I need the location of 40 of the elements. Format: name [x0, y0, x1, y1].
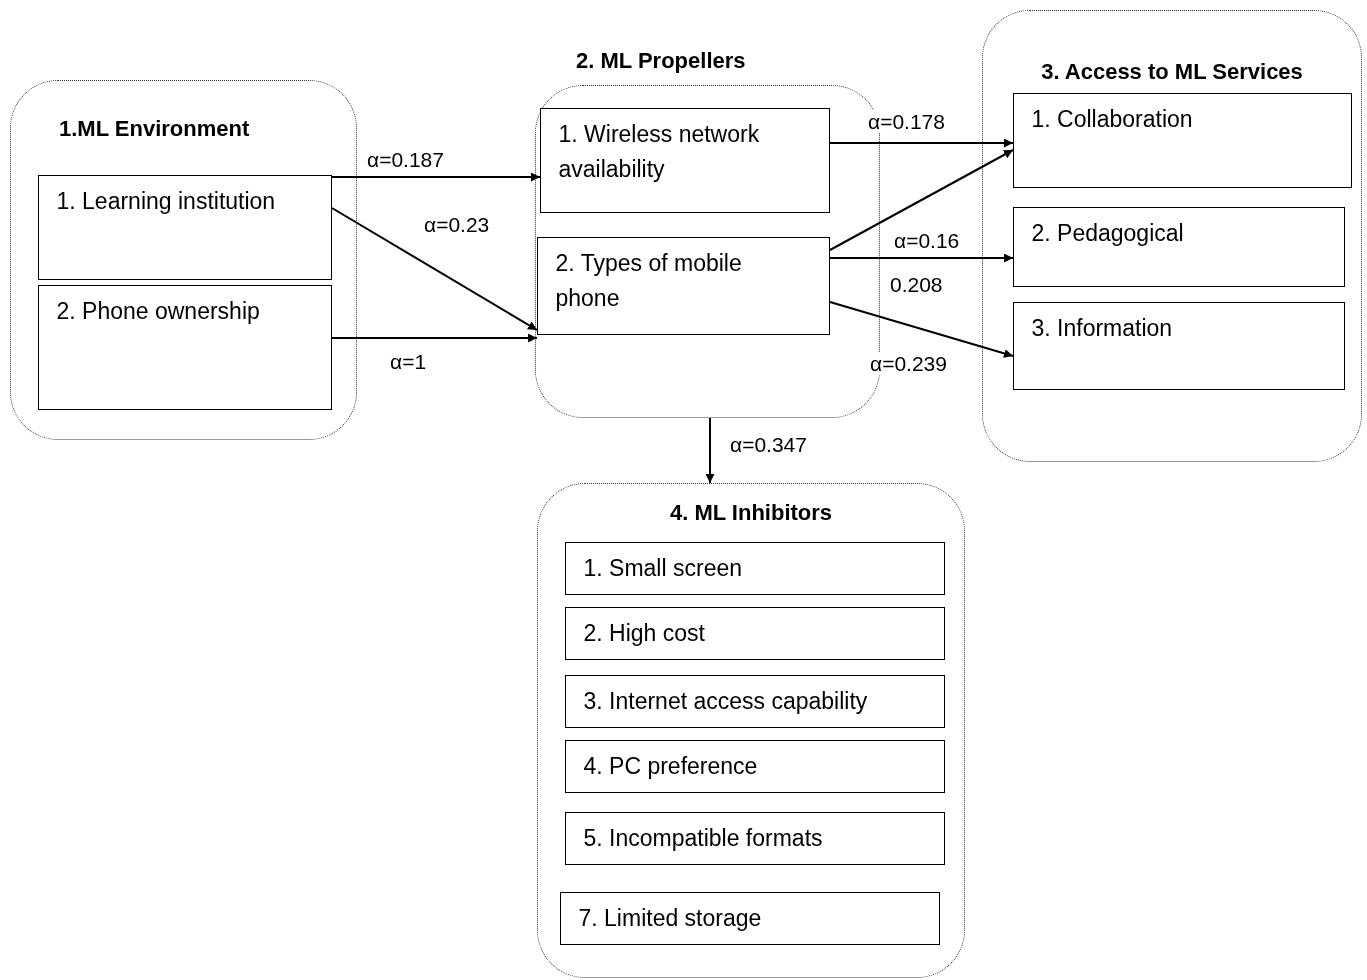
arrow: [331, 172, 541, 182]
box-text: 2. High cost: [583, 618, 706, 648]
arrow: [829, 149, 1014, 251]
box-text: 1. Wireless network availability: [558, 119, 761, 185]
factor-box: [564, 674, 945, 728]
arrow: [705, 417, 715, 484]
edge-label: α=0.239: [868, 352, 949, 376]
factor-box: [1012, 301, 1345, 390]
box-text: 1. Collaboration: [1031, 104, 1194, 134]
box-text: 2. Pedagogical: [1031, 218, 1185, 248]
factor-box: [564, 811, 945, 865]
arrow: [829, 301, 1014, 358]
factor-box: [564, 541, 945, 595]
arrow: [829, 253, 1014, 263]
box-text: 1. Learning institution: [56, 186, 277, 216]
factor-box: [536, 236, 830, 335]
box-text: 3. Information: [1031, 313, 1174, 343]
box-text: 7. Limited storage: [578, 903, 763, 933]
group-heading: 2. ML Propellers: [576, 48, 746, 74]
arrow: [331, 207, 538, 331]
factor-box: [37, 174, 332, 280]
box-text: 2. Types of mobile phone: [555, 248, 743, 314]
edge-label: α=0.178: [866, 110, 947, 134]
box-text: 4. PC preference: [583, 751, 759, 781]
factor-box: [564, 739, 945, 793]
factor-box: [1012, 206, 1345, 287]
factor-box: [37, 284, 332, 410]
box-text: 5. Incompatible formats: [583, 823, 824, 853]
factor-box: [559, 891, 940, 945]
arrow: [829, 138, 1014, 148]
box-text: 2. Phone ownership: [56, 296, 261, 326]
arrow: [331, 333, 538, 343]
factor-box: [539, 107, 830, 213]
group-heading: 1.ML Environment: [59, 116, 250, 142]
box-text: 1. Small screen: [583, 553, 743, 583]
group-heading: 4. ML Inhibitors: [668, 500, 834, 526]
group-heading: 3. Access to ML Services: [1040, 59, 1304, 85]
box-text: 3. Internet access capability: [583, 686, 869, 716]
factor-box: [564, 606, 945, 660]
factor-box: [1012, 92, 1352, 188]
